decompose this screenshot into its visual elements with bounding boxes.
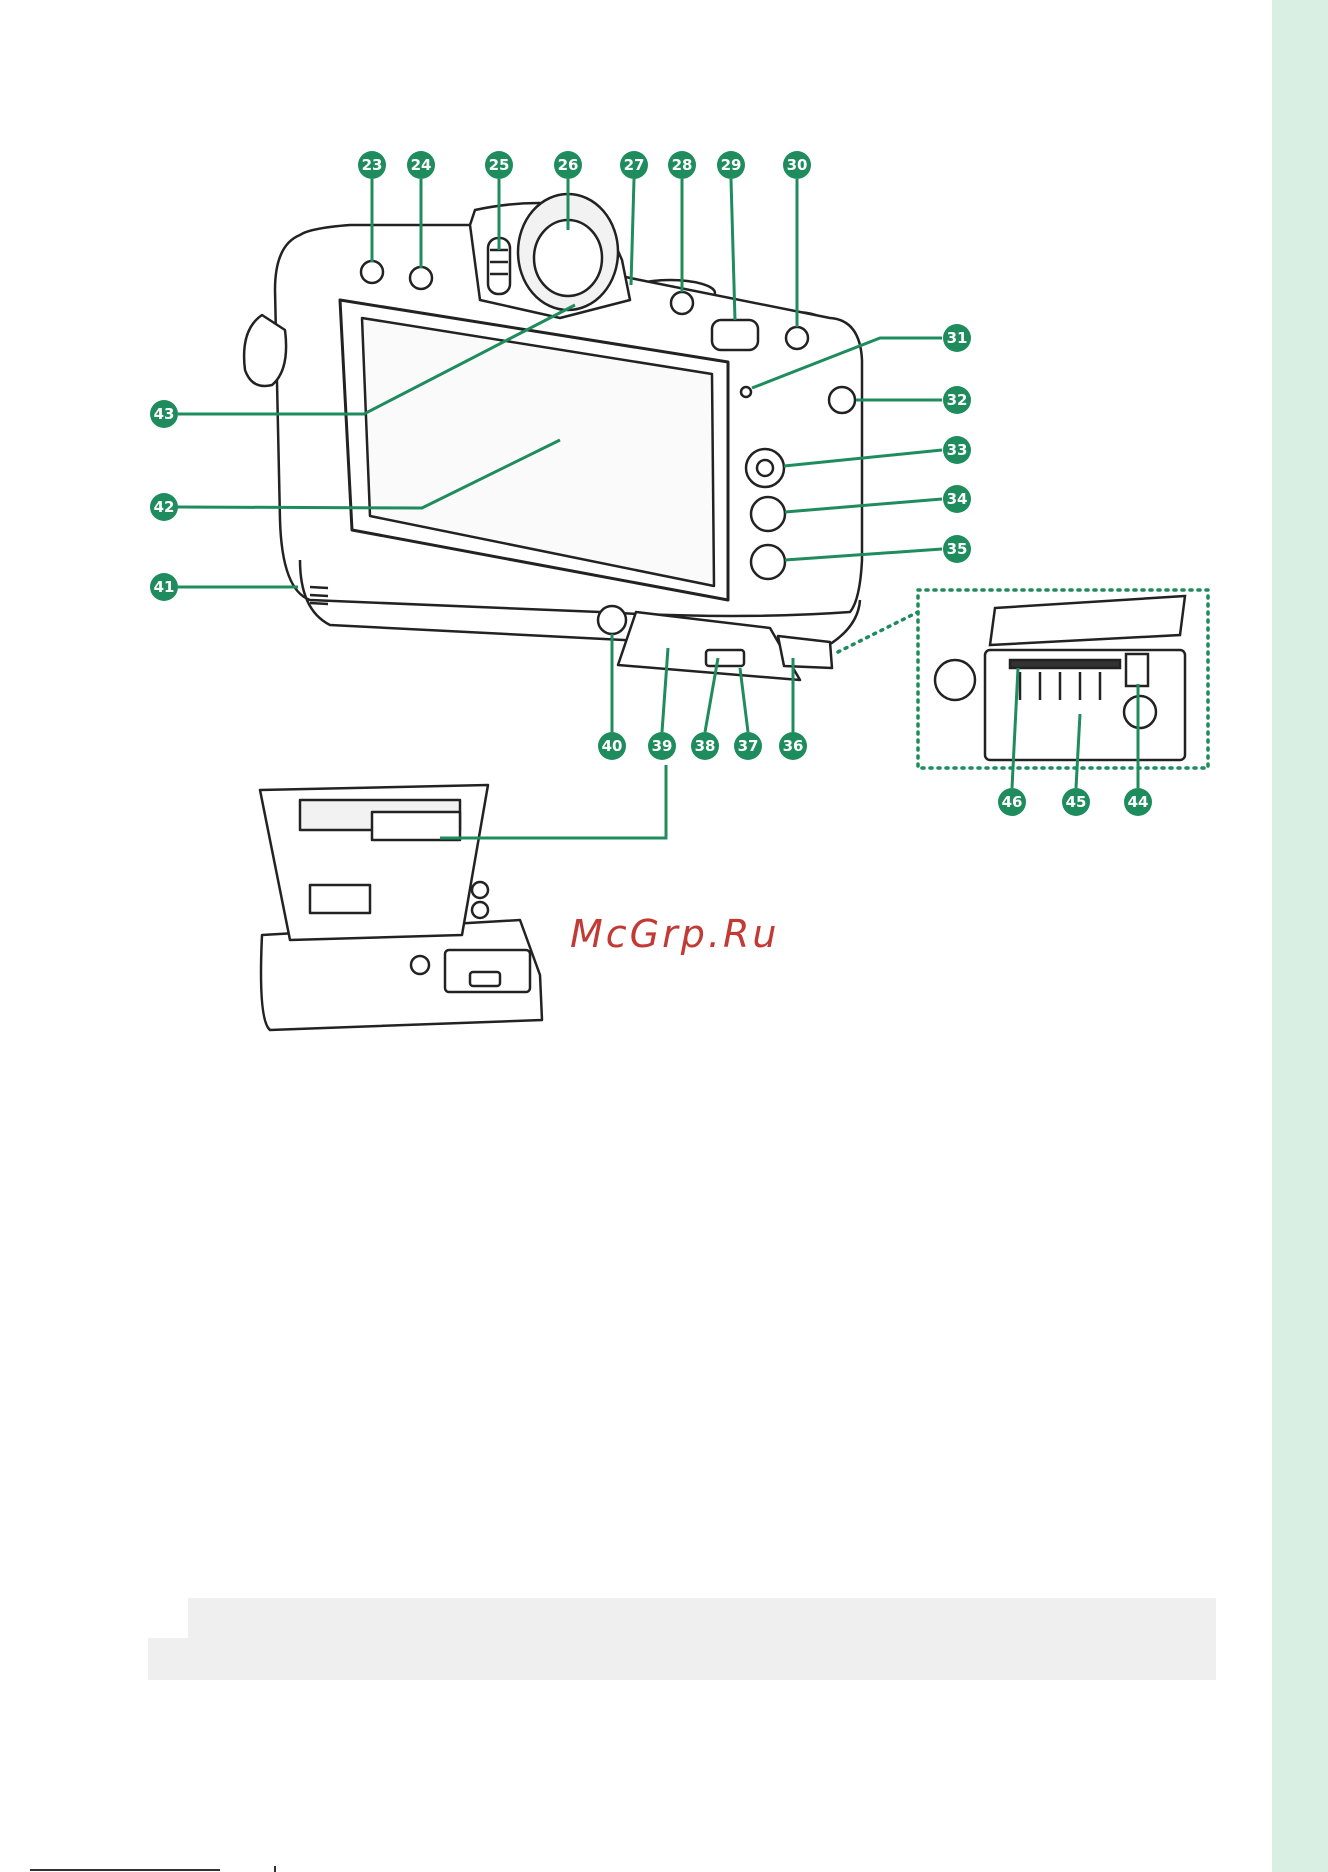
btn-30 <box>786 327 808 349</box>
callout-23: 23 <box>358 151 386 179</box>
svg-text:36: 36 <box>783 737 804 755</box>
svg-text:26: 26 <box>558 156 579 174</box>
callout-38: 38 <box>691 732 719 760</box>
callout-33: 33 <box>943 436 971 464</box>
svg-text:46: 46 <box>1002 793 1023 811</box>
svg-text:24: 24 <box>411 156 432 174</box>
callout-46: 46 <box>998 788 1026 816</box>
svg-text:23: 23 <box>362 156 383 174</box>
tripod-socket <box>598 606 626 634</box>
inset-tripod-socket <box>935 660 975 700</box>
svg-text:43: 43 <box>154 405 175 423</box>
inset-open-door <box>990 596 1185 645</box>
memory-card-slot <box>1010 660 1120 668</box>
btn-23 <box>361 261 383 283</box>
callout-41: 41 <box>150 573 178 601</box>
btn-24 <box>410 267 432 289</box>
camera-bottom-view <box>260 785 542 1030</box>
callout-35: 35 <box>943 535 971 563</box>
callout-34: 34 <box>943 485 971 513</box>
footer-tick <box>274 1866 276 1872</box>
connector-cover <box>778 636 832 668</box>
svg-text:40: 40 <box>602 737 623 755</box>
inset-connector <box>838 612 918 652</box>
callout-42: 42 <box>150 493 178 521</box>
svg-text:38: 38 <box>695 737 716 755</box>
callout-37: 37 <box>734 732 762 760</box>
callout-30: 30 <box>783 151 811 179</box>
note-band <box>148 1598 1216 1680</box>
eyepiece <box>534 220 602 296</box>
svg-text:33: 33 <box>947 441 968 459</box>
rear-command-dial <box>712 320 758 350</box>
battery-compartment-inset <box>838 590 1208 768</box>
svg-text:37: 37 <box>738 737 759 755</box>
q-button <box>829 387 855 413</box>
svg-text:28: 28 <box>672 156 693 174</box>
svg-text:30: 30 <box>787 156 808 174</box>
bottom-view-latch <box>310 885 370 913</box>
indicator-lamp <box>741 387 751 397</box>
svg-text:34: 34 <box>947 490 968 508</box>
callout-32: 32 <box>943 386 971 414</box>
svg-text:44: 44 <box>1128 793 1149 811</box>
strap-lug <box>244 315 286 386</box>
svg-text:27: 27 <box>624 156 645 174</box>
callout-28: 28 <box>668 151 696 179</box>
callout-44: 44 <box>1124 788 1152 816</box>
callout-26: 26 <box>554 151 582 179</box>
callout-24: 24 <box>407 151 435 179</box>
callout-43: 43 <box>150 400 178 428</box>
btn-28 <box>671 292 693 314</box>
svg-text:25: 25 <box>489 156 510 174</box>
callout-36: 36 <box>779 732 807 760</box>
battery-door <box>618 612 800 680</box>
svg-text:45: 45 <box>1066 793 1087 811</box>
callout-40: 40 <box>598 732 626 760</box>
callout-27: 27 <box>620 151 648 179</box>
svg-text:41: 41 <box>154 578 175 596</box>
callout-39: 39 <box>648 732 676 760</box>
callout-25: 25 <box>485 151 513 179</box>
watermark: McGrp.Ru <box>570 912 779 956</box>
callout-45: 45 <box>1062 788 1090 816</box>
inset-battery-latch <box>1126 654 1148 686</box>
svg-text:42: 42 <box>154 498 175 516</box>
camera-body <box>244 194 862 680</box>
svg-text:32: 32 <box>947 391 968 409</box>
btn-34 <box>751 497 785 531</box>
note-tag <box>148 1598 188 1638</box>
btn-35 <box>751 545 785 579</box>
callout-29: 29 <box>717 151 745 179</box>
footer-rule <box>30 1869 220 1871</box>
svg-text:39: 39 <box>652 737 673 755</box>
callout-31: 31 <box>943 324 971 352</box>
battery-latch <box>706 650 744 666</box>
svg-text:31: 31 <box>947 329 968 347</box>
svg-text:29: 29 <box>721 156 742 174</box>
svg-text:35: 35 <box>947 540 968 558</box>
